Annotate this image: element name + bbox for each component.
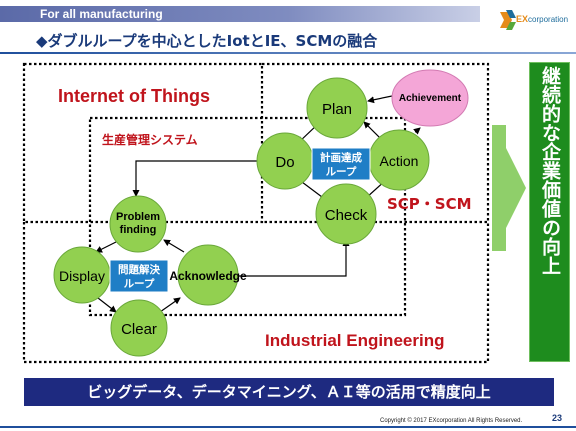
node-acknowledge-label: Acknowledge <box>169 269 247 283</box>
plc-line-1: ループ <box>326 165 357 178</box>
arrow-clear-acknowledge <box>159 297 181 313</box>
logo-prefix: EX <box>516 14 529 24</box>
node-check-label: Check <box>325 207 368 224</box>
npl-line-1: finding <box>120 224 157 236</box>
prc-line-1: ループ <box>124 277 155 290</box>
node-plan: Plan <box>306 77 368 139</box>
node-achievement-ellipse <box>391 69 469 127</box>
logo-mark <box>500 10 516 30</box>
big-arrow <box>492 125 526 251</box>
node-do: Do <box>256 132 314 190</box>
plan-loop-center-box <box>311 147 371 181</box>
npl-line-0: Problem <box>116 211 160 223</box>
arrow-acknowledge-check <box>238 239 350 277</box>
node-clear-circle <box>110 299 168 357</box>
ie-label: Industrial Engineering <box>265 331 444 350</box>
production-region-outline <box>88 116 407 317</box>
footer-rule <box>0 426 576 428</box>
problem-loop-center-label: 問題解決ループ <box>118 263 160 290</box>
ie-region-outline <box>22 222 490 364</box>
prc-line-0: 問題解決 <box>118 263 160 276</box>
problem-loop-center: 問題解決ループ <box>109 259 169 293</box>
node-acknowledge: Acknowledge <box>169 244 247 306</box>
page-number: 23 <box>552 413 563 423</box>
node-action-label: Action <box>380 153 419 169</box>
logo-chevron-green <box>506 22 516 30</box>
arrow-acknowledge-problem <box>163 239 185 253</box>
header-category: For all manufacturing <box>40 7 163 21</box>
plc-line-0: 計画達成 <box>320 151 362 164</box>
scm-label: SCP・SCM <box>387 195 472 213</box>
production-label: 生産管理システム <box>102 132 198 147</box>
header-bar <box>0 6 480 22</box>
plan-loop-center: 計画達成ループ <box>311 147 371 181</box>
problem-loop-center-box <box>109 259 169 293</box>
node-achievement-label: Achievement <box>399 93 462 104</box>
node-display-label: Display <box>59 268 105 284</box>
node-check-circle <box>315 183 377 245</box>
node-check: Check <box>315 183 377 245</box>
node-do-label: Do <box>275 154 294 171</box>
side-panel-text: 継続的な企業価値の向上 <box>539 66 561 275</box>
logo-name: corporation <box>528 15 569 24</box>
node-clear: Clear <box>110 299 168 357</box>
title-divider <box>0 52 576 54</box>
node-display: Display <box>53 246 111 304</box>
node-achievement: Achievement <box>391 69 469 127</box>
side-panel <box>529 62 570 362</box>
node-plan-circle <box>306 77 368 139</box>
logo-text: EXcorporation <box>516 14 568 24</box>
plan-loop-center-label: 計画達成ループ <box>320 151 362 178</box>
iot-label: Internet of Things <box>58 86 210 106</box>
node-acknowledge-circle <box>177 244 239 306</box>
node-plan-label: Plan <box>322 101 352 118</box>
node-problem-circle <box>109 195 167 253</box>
page-title: ◆ダブルループを中心としたIotとIE、SCMの融合 <box>36 32 378 50</box>
arrow-display-clear <box>97 297 117 313</box>
node-clear-label: Clear <box>121 321 157 338</box>
footer-copyright: Copyright © 2017 EXcorporation All Right… <box>380 418 523 424</box>
arrow-achievement-plan <box>367 95 393 104</box>
iot-region-outline <box>22 62 264 224</box>
bottom-banner: ビッグデータ、データマイニング、ＡＩ等の活用で精度向上 <box>24 378 554 406</box>
arrow-do-problem <box>132 160 258 197</box>
logo-chevron-blue <box>506 10 516 18</box>
node-action: Action <box>368 129 430 191</box>
